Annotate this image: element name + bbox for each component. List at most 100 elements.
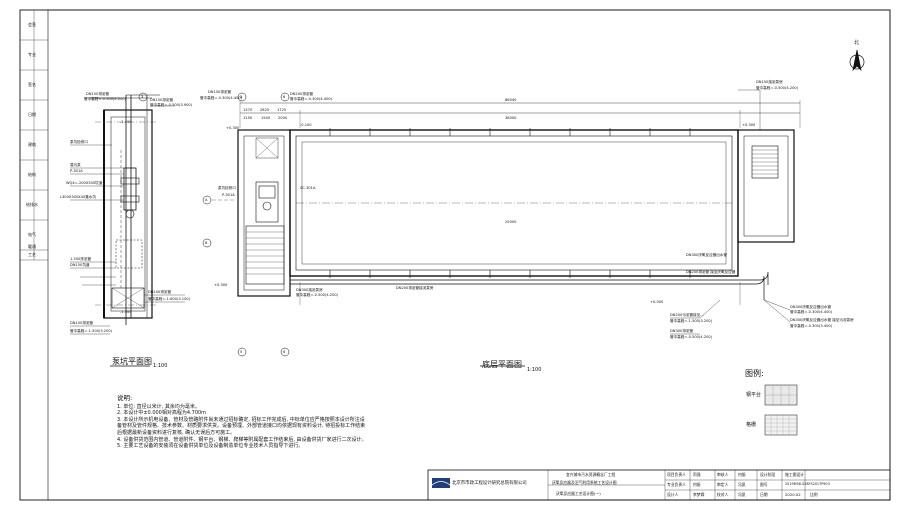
bottom-plan-title: 底层平面图 [482,360,522,369]
role-label: 项目负责人 [667,472,686,477]
person-name: 李梦霖 [693,492,705,497]
equipment-label: 泵坑检修口 [70,140,88,144]
note-line: 1. 单位: 直径以米计, 其余均为毫米。 [117,403,200,410]
north-label: 北 [854,40,860,46]
equipment-label: DN300厌氧反应器出水管 [686,253,728,257]
equipment-label: P-301A [70,169,83,173]
person-name: 丙强 [693,472,701,477]
drawing-number: 2019M38-S28FS2017P903 [785,482,830,486]
pipe-label: DN300厌氧反应器出水管 [790,305,832,309]
side-strip-cell: 电气 [28,232,36,237]
equipment-label: SC-301A [300,186,316,190]
elevation-label: 管中高程=-0.500(3.900) [150,103,193,107]
design-notes: 说明: 1. 单位: 直径以米计, 其余均为毫米。 2. 本设计中±0.000相… [117,395,417,450]
bottom-plan [212,89,801,335]
side-strip-cell: 暖通 [28,244,36,249]
pipe-label: DN150接泥泵房 [756,80,783,84]
axis-label: 6 [283,95,286,99]
axis-label: 3 [141,95,144,99]
axis-bubbles [138,92,290,357]
pipe-label: DN100排泥管 [70,321,94,325]
pump-pit-leaders [70,97,185,335]
axis-label: B [205,241,208,245]
axis-label: 6 [283,350,286,354]
side-strip-cell: 会签 [28,22,36,27]
role-label: 设计人 [667,492,679,497]
elevation-label: 管中高程=-1.500(3.200) [670,319,713,323]
legend-item-label: 钢平台 [746,392,762,398]
elevation-label: 管中高程=-0.300(4.400) [200,96,243,100]
role-label: 专业负责人 [667,482,686,487]
note-line: 后根据最新设备资料进行复核, 确认无误后方可施工。 [117,429,236,436]
equipment-label: L300X300X40集水坑 [60,195,96,199]
equipment-label: P-301A [222,193,235,197]
elevation-mark: +0.300 [214,283,228,287]
notes-title: 说明: [117,394,133,402]
role-label: 审核人 [717,472,729,477]
project-name: 宜兴城市污水资源概念厂工程 [566,472,616,477]
axis-label: 5 [240,95,243,99]
dimension-label: 1500 [261,116,271,120]
pipe-label: DN150排泥管 [86,92,110,96]
note-line: 4. 设备供货范围内管道、管道附件、钢平台、钢梯、爬梯等附属配套工作结束后, 由… [117,436,367,443]
pipe-label: DN300接泥泵房 [296,288,323,292]
pipe-label: DN150排泥管 [150,98,174,102]
note-line: 3. 本设计所示机电设备、管材及管路附件尚未通过招标确定, 招标工作完成后, 中… [117,416,365,423]
axis-label: 5 [240,350,243,354]
pump-pit-plan-title: 泵坑平面图 [112,357,152,366]
pump-pit-plan [90,94,160,325]
elevation-label: 管中高程=-0.500(4.200) [296,293,339,297]
role-label: 校对人 [717,492,729,497]
equipment-label: 1.300排泥管 [70,257,92,261]
elevation-mark: +0.000 [650,300,664,304]
side-strip-grid [20,10,48,261]
person-name: 何振 [738,472,746,477]
elevation-label: 管中高程=-0.500(4.200) [756,86,799,90]
pipe-label: DN300排泥管 [670,329,694,333]
note-line: 5. 主要工艺设备的安装须在设备供货单位及设备制造单位专业技术人员指导下进行。 [117,443,304,450]
design-stage: 施工图设计 [785,472,804,477]
dimension-label: 25000 [505,220,517,224]
pipe-label: DN200污泥管接至... [670,313,704,317]
elevation-mark: -1.400 [120,120,132,124]
side-strip-cell: 建筑 [28,142,36,147]
company-logo-icon [431,478,451,488]
pipe-label: DN300厌氧反应器出水管 接至污泥泵房 [790,318,854,322]
drawing-name: 厌氧反应器工艺设计图(一) [556,491,601,496]
dimension-label: 2000 [278,116,288,120]
role-label: 日期 [760,492,768,497]
dimension-label: 1370 [243,108,253,112]
pipe-label: DN200排泥管 [290,92,314,96]
elevation-label: 管中高程=-0.500(4.200) [84,97,127,101]
side-strip-cell: 工艺 [28,252,36,257]
elevation-label: 管中高程=-0.300(4.400) [290,97,333,101]
person-name: 何振 [693,482,701,487]
wall-ticks [329,128,691,278]
elevation-label: 管中高程=-0.300(4.400) [790,310,833,314]
note-line: 2. 本设计中±0.000相对高程为4.700m [117,410,207,417]
side-strip-cell: 给排水 [26,202,38,207]
elevation-mark: +0.300 [226,126,240,130]
elevation-label: 管中高程=-0.300(3.400) [790,324,833,328]
north-arrow-icon [849,49,865,72]
equipment-label: 泵坑检修口 [218,186,236,190]
role-label: 图号 [760,482,768,487]
legend-title: 图例: [745,369,764,378]
dimension-label: 1250 [243,116,253,120]
side-strip-cell: 签名 [28,82,36,87]
elevation-label: 管中高程=-1.500(3.200) [70,329,113,333]
dimension-label: 2825 [260,108,270,112]
role-label: 比例 [810,492,818,497]
person-name: 冯凯 [738,482,746,487]
equipment-label: WQ4=-200X300坑道 [66,181,103,185]
drawing-date: 2020.02 [785,492,801,497]
subproject-name: 厌氧反应器及沼气利用系统工艺设计图 [552,480,617,485]
company-name: 北京市市政工程设计研究总院有限公司 [452,481,527,486]
role-label: 设计阶段 [760,472,776,477]
bottom-plan-scale: 1:100 [527,367,542,373]
person-name: 冯凯 [738,492,746,497]
elevation-label: 管中高程=-1.600(3.100) [148,297,191,301]
elevation-mark: +0.300 [742,123,756,127]
pump-pit-plan-scale: 1:100 [153,363,168,369]
